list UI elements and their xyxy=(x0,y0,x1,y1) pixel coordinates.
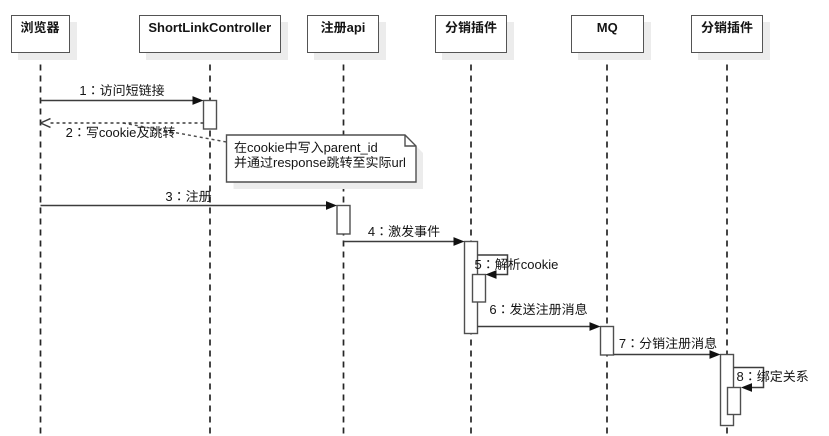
participant-mq: MQ xyxy=(571,15,644,53)
participant-shortlinkcontroller: ShortLinkController xyxy=(138,15,281,53)
message-8-arrowhead xyxy=(741,383,752,392)
message-4-arrowhead xyxy=(453,237,465,246)
message-1-label: 1：访问短链接 xyxy=(79,82,165,98)
activation-distribution-plugin-1-nested xyxy=(471,273,487,303)
message-lines xyxy=(40,99,765,389)
note: 在cookie中写入parent_id 并通过response跳转至实际url xyxy=(227,135,416,170)
activation-shortlinkcontroller xyxy=(202,99,218,130)
participant-distribution-plugin-1: 分销插件 xyxy=(435,15,507,53)
activations xyxy=(202,99,742,427)
message-2-label: 2：写cookie及跳转 xyxy=(65,125,176,140)
note-shape xyxy=(225,134,417,183)
message-7-label: 7：分销注册消息 xyxy=(618,336,718,351)
note-line-2: 并通过response跳转至实际url xyxy=(234,155,406,170)
message-1-arrowhead xyxy=(192,96,204,105)
arrowheads xyxy=(192,96,752,392)
message-6-label: 6：发送注册消息 xyxy=(489,301,588,317)
message-5-label: 5：解析cookie xyxy=(474,256,559,272)
activation-register-api xyxy=(336,204,351,235)
message-8-self-loop xyxy=(733,366,765,389)
message-7-arrowhead xyxy=(709,350,721,359)
message-2-open-arrow-top xyxy=(40,117,51,124)
message-4-label: 4：激发事件 xyxy=(367,223,441,239)
message-5-self-loop xyxy=(477,254,509,276)
message-2-open-arrow-bottom xyxy=(40,122,51,129)
message-3-label: 3：注册 xyxy=(165,189,212,204)
note-fold-corner xyxy=(404,135,416,147)
participant-register-api: 注册api xyxy=(307,15,379,53)
note-line-1: 在cookie中写入parent_id xyxy=(234,140,378,155)
message-8-label: 8：绑定关系 xyxy=(736,369,809,384)
message-5-arrowhead xyxy=(485,270,497,279)
message-6-arrowhead xyxy=(589,322,601,331)
participant-distribution-plugin-2: 分销插件 xyxy=(691,15,763,53)
activation-mq xyxy=(599,325,615,356)
participant-browser: 浏览器 xyxy=(10,15,70,53)
activation-distribution-plugin-2-nested xyxy=(726,386,742,416)
message-3-arrowhead xyxy=(326,201,337,210)
lifelines xyxy=(39,53,728,436)
